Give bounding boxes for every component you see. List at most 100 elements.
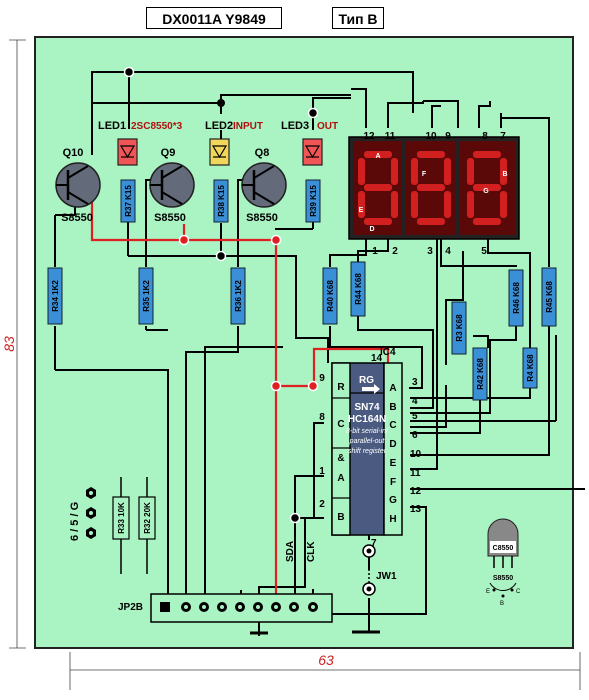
svg-text:R45 K68: R45 K68 — [545, 281, 554, 313]
pkg-pin-c: C — [516, 589, 521, 595]
resistor-r4: R4 K68 — [522, 347, 538, 389]
svg-text:7: 7 — [500, 131, 506, 142]
ic-ref: IC4 — [380, 347, 396, 358]
resistor-r35: R35 1K2 — [138, 267, 154, 325]
svg-text:C: C — [389, 420, 396, 431]
svg-text:G: G — [483, 188, 489, 195]
svg-text:B: B — [502, 171, 507, 178]
led3-note: OUT — [317, 121, 338, 132]
svg-text:1: 1 — [319, 466, 325, 477]
svg-text:2: 2 — [392, 246, 398, 257]
display-pin-numbers: 12 11 10 9 8 7 1 2 3 4 5 — [363, 131, 506, 257]
resistor-r45: R45 K68 — [541, 267, 557, 327]
resistor-r38: R38 K15 — [213, 179, 229, 223]
svg-text:F: F — [422, 171, 427, 178]
svg-text:5: 5 — [481, 246, 487, 257]
clk-label: CLK — [306, 541, 317, 562]
svg-text:D: D — [389, 439, 396, 450]
ic-desc-3: shift register — [348, 448, 387, 455]
junction-dots — [123, 66, 319, 524]
svg-text:R33 10K: R33 10K — [117, 502, 126, 534]
resistor-r34: R34 1K2 — [47, 267, 63, 325]
q8-part: S8550 — [246, 212, 278, 224]
q9-ref: Q9 — [161, 147, 176, 159]
resistor-r42: R42 K68 — [472, 347, 488, 401]
svg-text:A: A — [337, 473, 344, 484]
svg-text:4: 4 — [412, 396, 418, 407]
pkg-pin-b: B — [500, 601, 504, 607]
ic-gnd-pin: 7 — [371, 538, 377, 549]
svg-text:8: 8 — [319, 412, 325, 423]
resistor-r37: R37 K15 — [120, 179, 136, 223]
ic-vcc-pin: 14 — [371, 353, 383, 364]
q9-part: S8550 — [154, 212, 186, 224]
svg-text:A: A — [375, 153, 380, 160]
jp2b-label: JP2B — [118, 602, 143, 613]
resistor-r39: R39 K15 — [305, 179, 321, 223]
svg-text:1: 1 — [372, 246, 378, 257]
q10-ref: Q10 — [63, 147, 84, 159]
svg-text:R42 K68: R42 K68 — [476, 358, 485, 390]
svg-text:10: 10 — [410, 449, 422, 460]
svg-text:9: 9 — [319, 373, 325, 384]
svg-text:R35 1K2: R35 1K2 — [142, 280, 151, 312]
transistor-package-icon — [487, 518, 519, 598]
svg-text:G: G — [389, 495, 397, 506]
svg-text:A: A — [389, 383, 396, 394]
ic-right-pins: A 3 B 4 C 5 D 6 E 10 F 11 G 12 H 13 — [389, 377, 421, 525]
pkg-part: C8550 — [493, 545, 514, 552]
pkg-caption: S8550 — [493, 575, 513, 582]
ic-left-pins: 9 R 8 C & 1 A 2 B — [319, 373, 345, 523]
led1-note: 2SC8550*3 — [131, 121, 183, 132]
led3-ref: LED3 — [281, 120, 309, 132]
q8-ref: Q8 — [255, 147, 270, 159]
svg-text:12: 12 — [363, 131, 375, 142]
svg-text:R3 K68: R3 K68 — [455, 314, 464, 342]
svg-text:B: B — [389, 402, 396, 413]
svg-text:R34 1K2: R34 1K2 — [51, 280, 60, 312]
type-label: Тип B — [332, 7, 384, 29]
svg-text:&: & — [337, 453, 344, 464]
led1-ref: LED1 — [98, 120, 126, 132]
svg-text:R4 K68: R4 K68 — [526, 354, 535, 382]
resistor-r40: R40 K68 — [322, 267, 338, 325]
svg-text:2: 2 — [319, 499, 325, 510]
ic-name2: HC164N — [348, 414, 386, 425]
ic-desc-2: parallel-out — [349, 438, 386, 445]
resistor-r46: R46 K68 — [508, 269, 524, 327]
svg-text:D: D — [369, 226, 374, 233]
q10-part: S8550 — [61, 212, 93, 224]
svg-text:11: 11 — [385, 131, 396, 142]
led3 — [302, 138, 323, 166]
sda-label: SDA — [285, 541, 296, 562]
svg-text:E: E — [390, 458, 397, 469]
power-pads — [86, 487, 96, 539]
svg-text:B: B — [337, 512, 344, 523]
ic-name1: SN74 — [354, 402, 379, 413]
led1 — [117, 138, 138, 166]
svg-text:R: R — [337, 382, 345, 393]
svg-text:C: C — [337, 419, 344, 430]
svg-text:R32 20K: R32 20K — [143, 502, 152, 534]
svg-text:R38 K15: R38 K15 — [217, 185, 226, 217]
svg-text:3: 3 — [427, 246, 433, 257]
resistor-r32: R32 20K — [138, 477, 156, 574]
svg-text:4: 4 — [445, 246, 451, 257]
ic-rg: RG — [359, 375, 374, 386]
ic4-shift-register — [331, 362, 403, 536]
power-label: 6 / 5 / G — [69, 502, 81, 541]
svg-text:9: 9 — [445, 131, 451, 142]
led2-note: INPUT — [233, 121, 263, 132]
svg-text:R37 K15: R37 K15 — [124, 185, 133, 217]
svg-text:R40 K68: R40 K68 — [326, 280, 335, 312]
svg-text:6: 6 — [412, 430, 418, 441]
svg-text:R36 1K2: R36 1K2 — [234, 280, 243, 312]
jp2b-connector — [150, 593, 380, 635]
height-dim: 83 — [1, 336, 17, 352]
svg-text:3: 3 — [412, 377, 418, 388]
resistor-r33: R33 10K — [112, 477, 130, 574]
transistor-q10 — [55, 162, 101, 208]
led2-ref: LED2 — [205, 120, 233, 132]
svg-text:R46 K68: R46 K68 — [512, 282, 521, 314]
